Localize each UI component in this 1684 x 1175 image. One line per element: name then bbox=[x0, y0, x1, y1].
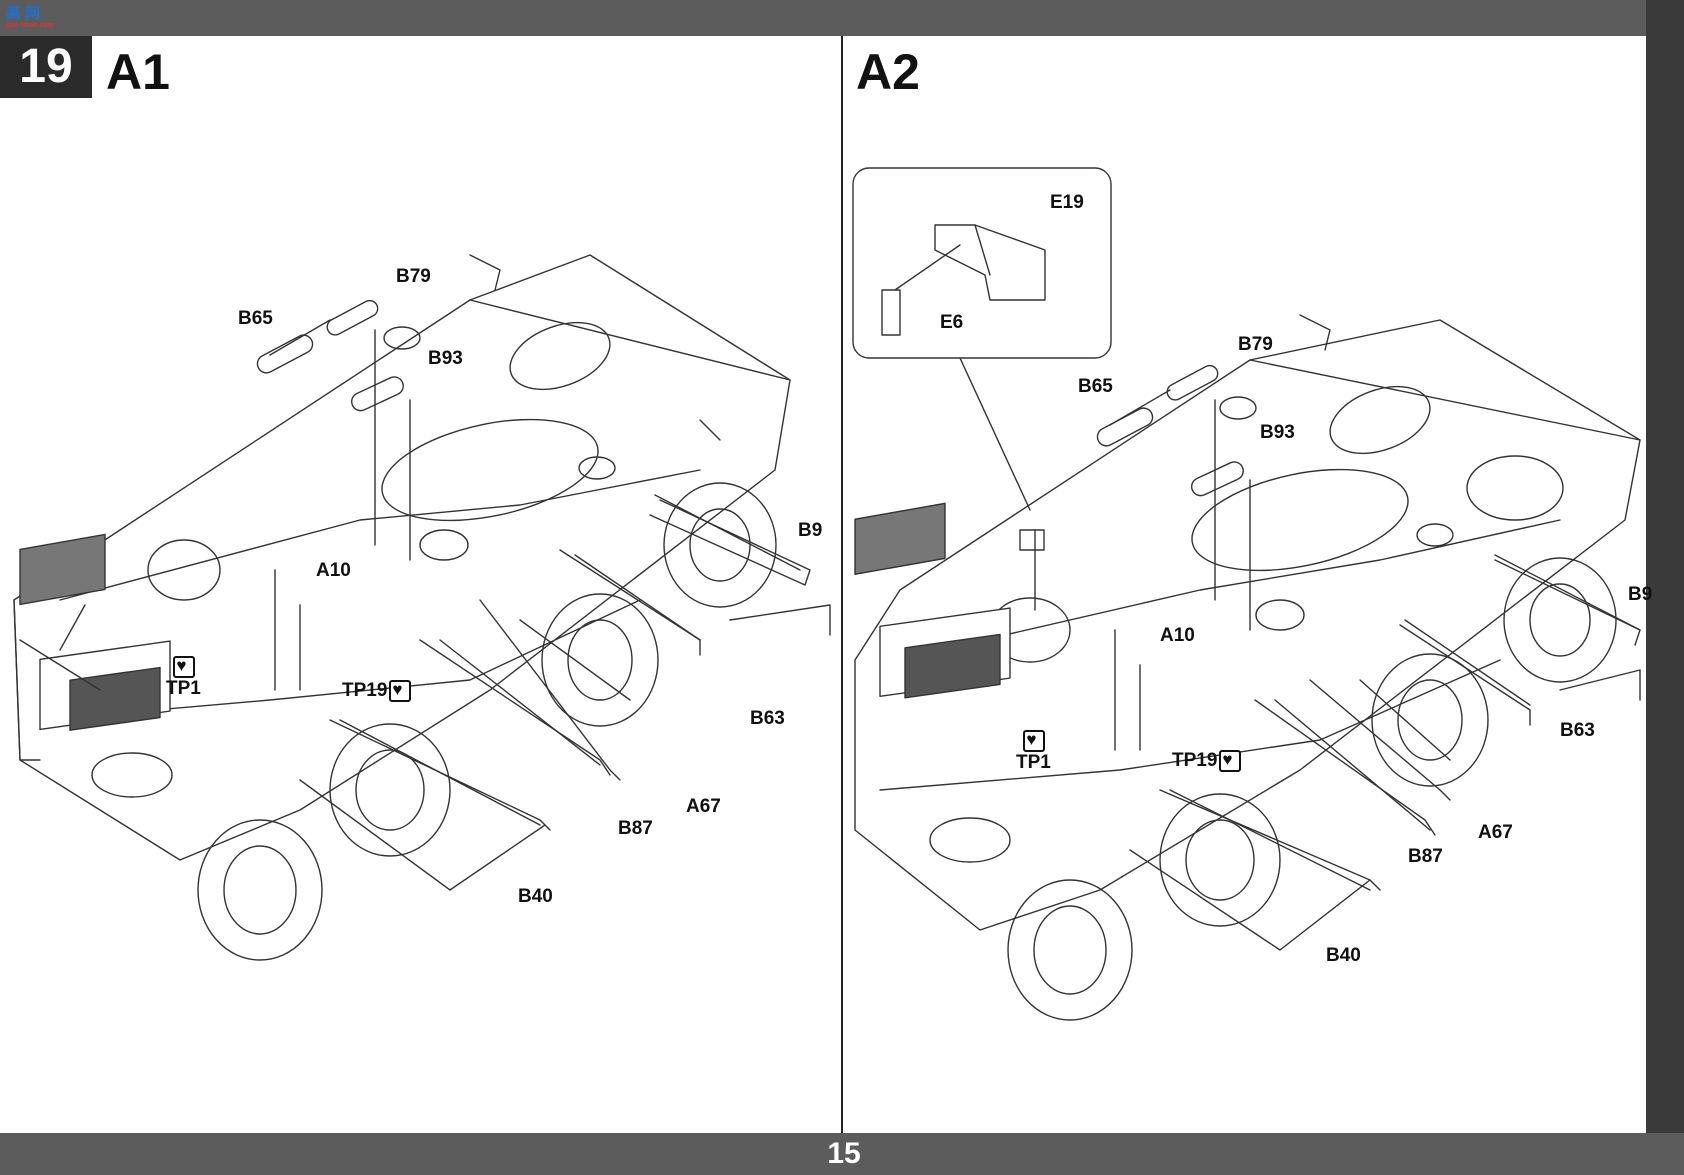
label-a1-b93: B93 bbox=[428, 348, 463, 369]
watermark-logo: 高 网 gao-shoo.com bbox=[6, 6, 68, 34]
step-number-badge: 19 bbox=[0, 36, 92, 98]
hull-a1-outline bbox=[13, 254, 831, 961]
inset-callout bbox=[852, 167, 1112, 511]
label-a2-a67: A67 bbox=[1478, 822, 1513, 843]
page-number: 15 bbox=[827, 1137, 861, 1170]
label-a1-b63: B63 bbox=[750, 708, 785, 729]
heart-sticker-icon bbox=[1023, 729, 1046, 752]
label-a2-b63: B63 bbox=[1560, 720, 1595, 741]
label-a1-b40: B40 bbox=[518, 886, 553, 907]
bottom-scan-band bbox=[0, 1133, 1684, 1175]
label-a2-b9: B9 bbox=[1628, 584, 1653, 605]
watermark-site: gao-shoo.com bbox=[6, 22, 54, 29]
heart-sticker-icon bbox=[173, 655, 196, 678]
label-a2-tp1-text: TP1 bbox=[1016, 752, 1051, 773]
label-a1-a67: A67 bbox=[686, 796, 721, 817]
label-a1-tp19-text: TP19 bbox=[342, 680, 388, 701]
label-a2-e19: E19 bbox=[1050, 192, 1084, 213]
label-a1-b87: B87 bbox=[618, 818, 653, 839]
label-a1-b65: B65 bbox=[238, 308, 273, 329]
panel-a2-title: A2 bbox=[856, 44, 920, 100]
label-a2-tp1: TP1 bbox=[1016, 729, 1051, 774]
top-scan-band bbox=[0, 0, 1684, 36]
label-a2-b40: B40 bbox=[1326, 945, 1361, 966]
label-a2-tp19-text: TP19 bbox=[1172, 750, 1218, 771]
heart-sticker-icon bbox=[1219, 749, 1242, 772]
panel-divider bbox=[841, 36, 843, 1133]
label-a2-e6: E6 bbox=[940, 312, 964, 333]
label-a2-b93: B93 bbox=[1260, 422, 1295, 443]
label-a2-tp19: TP19 bbox=[1172, 749, 1242, 772]
assembly-drawing bbox=[13, 167, 1641, 1021]
label-a1-tp1: TP1 bbox=[166, 655, 201, 700]
label-a1-a10: A10 bbox=[316, 560, 351, 581]
hull-a2-outline bbox=[854, 314, 1641, 1021]
panel-a1-title: A1 bbox=[106, 44, 170, 100]
label-a2-b65: B65 bbox=[1078, 376, 1113, 397]
label-a1-b9: B9 bbox=[798, 520, 823, 541]
heart-sticker-icon bbox=[389, 679, 412, 702]
label-a2-b87: B87 bbox=[1408, 846, 1443, 867]
label-a1-tp19: TP19 bbox=[342, 679, 412, 702]
label-a1-b79: B79 bbox=[396, 266, 431, 287]
label-a2-b79: B79 bbox=[1238, 334, 1273, 355]
page-edge-shadow bbox=[1646, 0, 1684, 1175]
watermark-logo-text: 高 网 bbox=[6, 5, 41, 22]
label-a1-tp1-text: TP1 bbox=[166, 678, 201, 699]
label-a2-a10: A10 bbox=[1160, 625, 1195, 646]
